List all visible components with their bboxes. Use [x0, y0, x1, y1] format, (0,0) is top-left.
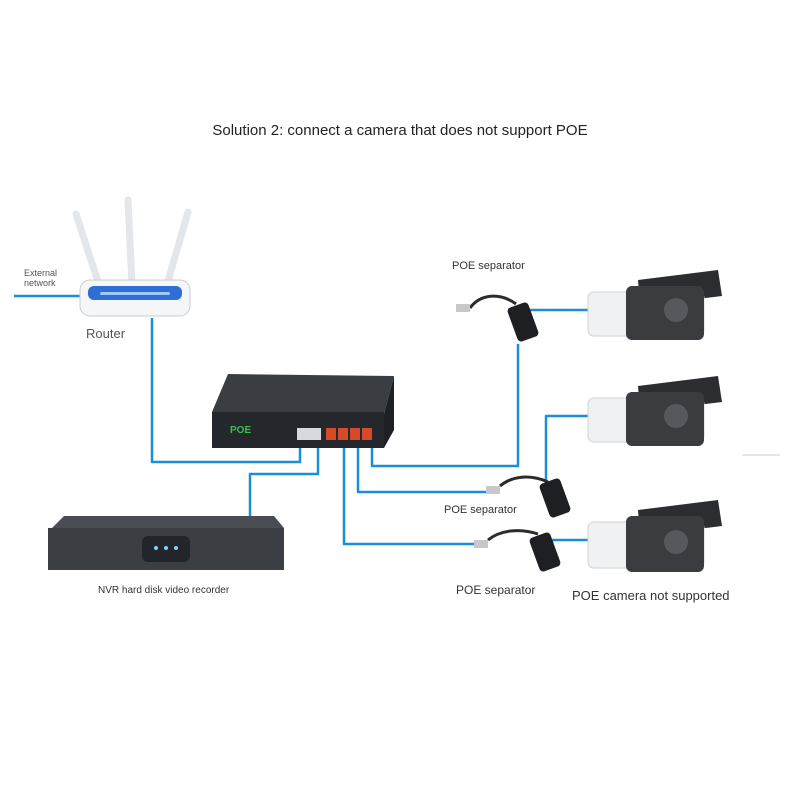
nvr-label: NVR hard disk video recorder [98, 585, 230, 596]
camera-lens [664, 298, 688, 322]
separator-2-to-camera-2-cable [544, 414, 590, 480]
separator-cable [468, 294, 517, 309]
network-cables [14, 294, 780, 550]
camera-label: POE camera not supported [572, 588, 730, 603]
external-network-label: External network [24, 268, 57, 288]
camera-lens [664, 530, 688, 554]
separator-cable [487, 529, 539, 542]
nvr-top [52, 516, 284, 528]
separator-3-to-camera-3-cable [550, 538, 592, 550]
router-label: Router [86, 326, 126, 341]
rj45-plug [456, 304, 470, 312]
nvr-recorder [48, 516, 284, 570]
router-antenna [124, 196, 136, 290]
router-light-bar [100, 292, 170, 295]
poe-separator-label: POE separator [452, 260, 525, 272]
switch-poe-ports [326, 428, 372, 440]
switch-to-separator-2-cable [356, 446, 496, 494]
switch-uplink-ports [297, 428, 321, 440]
router [72, 196, 192, 317]
poe-separator-1 [456, 294, 539, 342]
switch-side [384, 376, 394, 448]
switch-logo: POE [230, 425, 251, 436]
switch-to-nvr-cable [248, 444, 320, 520]
diagram-title: Solution 2: connect a camera that does n… [212, 122, 588, 139]
nvr-indicators [154, 546, 178, 550]
poe-separator-label: POE separator [444, 504, 517, 516]
switch-to-separator-1-cable [370, 344, 520, 468]
router-antenna [162, 208, 192, 292]
router-antenna [72, 210, 104, 292]
camera-1 [587, 270, 722, 340]
poe-separator-2 [486, 475, 571, 518]
camera-lens [664, 404, 688, 428]
external-network-label-line: network [24, 278, 56, 288]
poe-separator-label: POE separator [456, 583, 536, 597]
external-network-label-line: External [24, 268, 58, 278]
rj45-plug [486, 486, 500, 494]
camera-2 [587, 376, 722, 446]
separator-cable [499, 475, 549, 488]
switch-top [212, 374, 394, 414]
rj45-plug [474, 540, 488, 548]
poe-separator-3 [474, 529, 561, 572]
poe-switch: POE [212, 374, 394, 448]
separator-body [539, 478, 571, 518]
router-to-switch-cable [150, 318, 302, 464]
camera-3 [587, 500, 722, 572]
separator-body [529, 532, 561, 572]
separator-body [507, 302, 539, 342]
switch-to-separator-3-cable [342, 446, 482, 546]
